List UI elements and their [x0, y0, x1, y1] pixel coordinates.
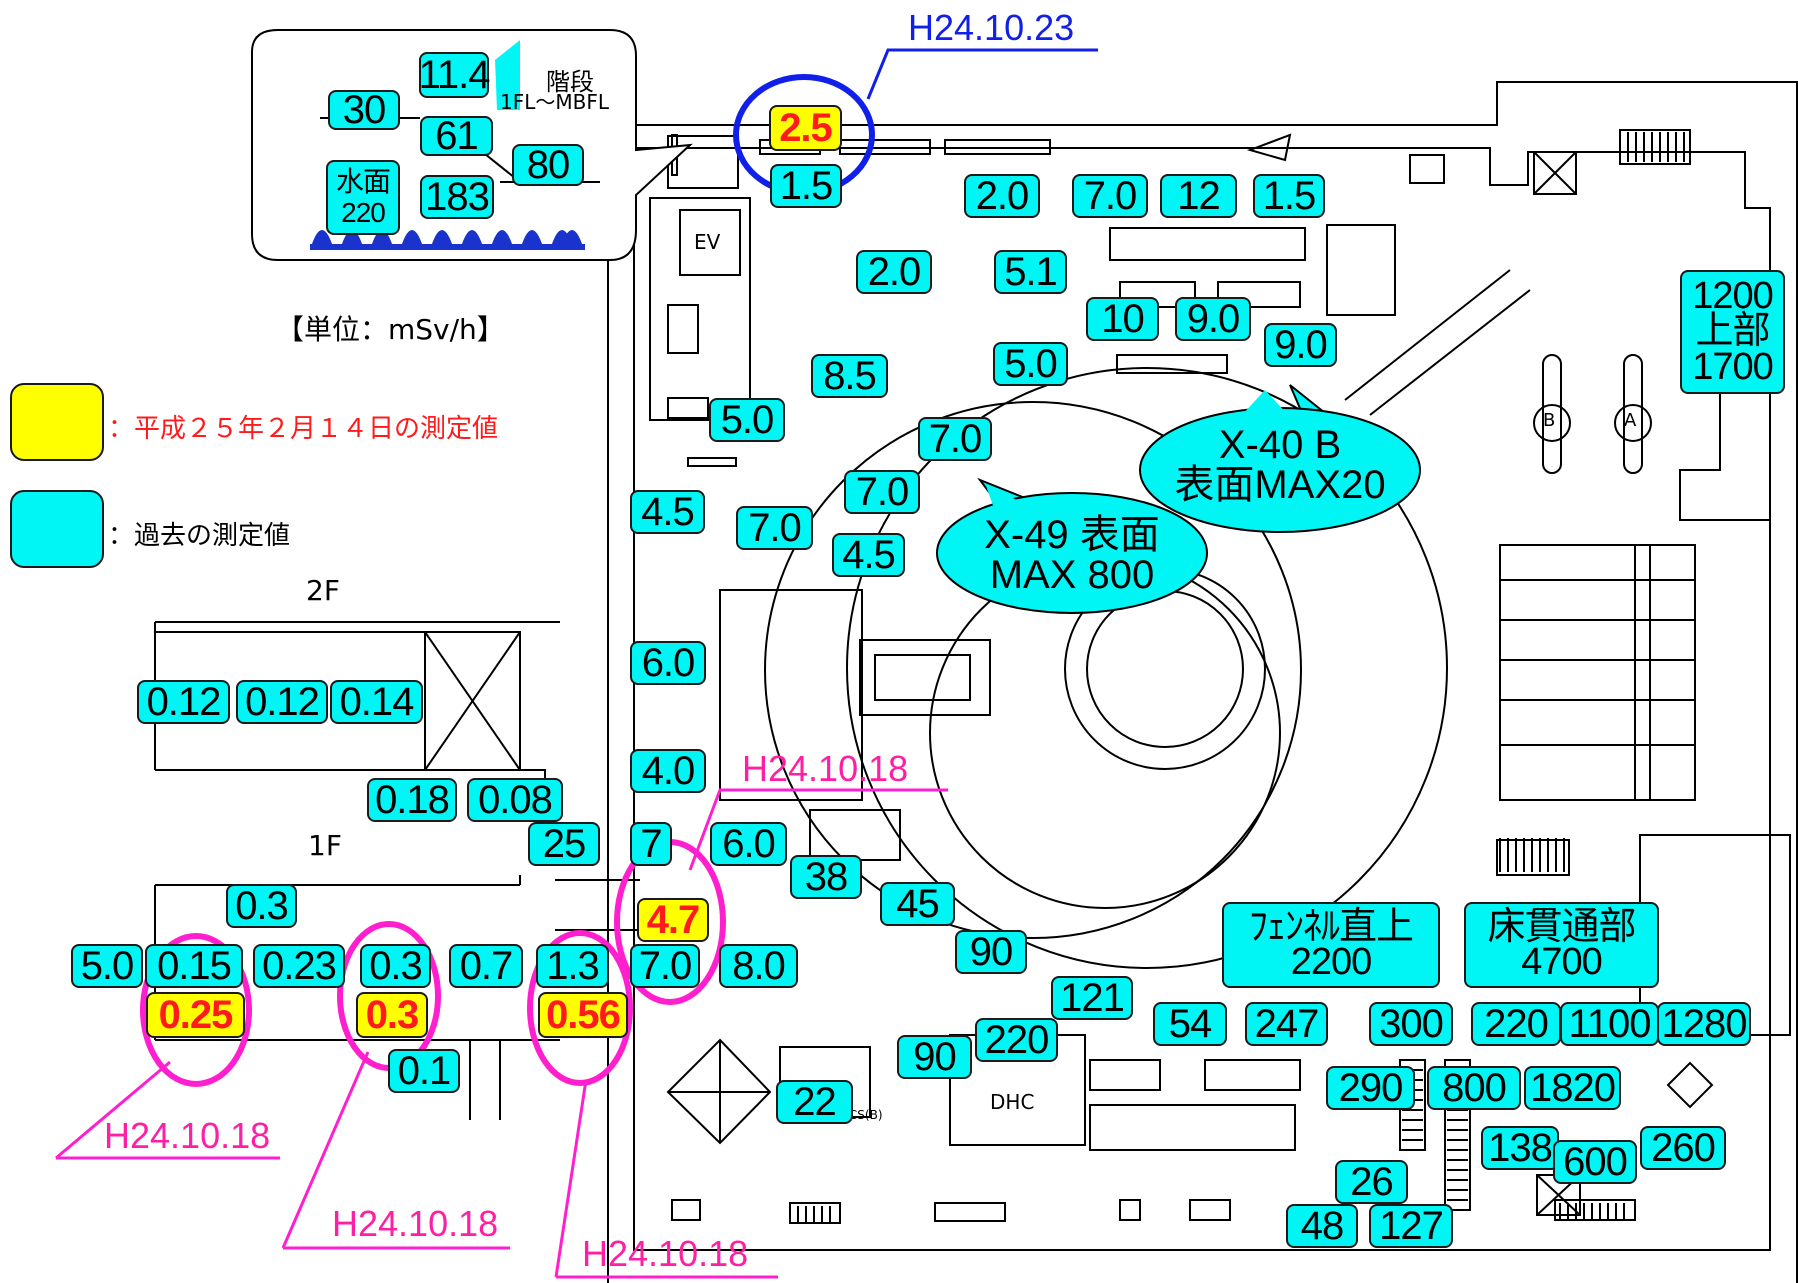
- reading-badge-past: 9.0: [1175, 297, 1251, 341]
- reading-badge-past: 4.0: [630, 749, 706, 793]
- reading-badge-past: 5.1: [994, 250, 1067, 294]
- reading-badge-past: 9.0: [1264, 323, 1337, 367]
- legend-current-swatch: [10, 383, 104, 461]
- reading-badge-funnel: ﾌｪﾝﾈﾙ直上 2200: [1222, 902, 1440, 988]
- reading-badge-past: 183: [420, 175, 494, 219]
- reading-badge-past: 0.18: [367, 778, 457, 822]
- reading-badge-past: 1.3: [536, 944, 609, 988]
- reading-badge-past: 1280: [1657, 1002, 1751, 1046]
- reading-badge-past: 54: [1153, 1002, 1227, 1046]
- reading-badge-past: 11.4: [418, 52, 490, 98]
- ev-label: EV: [694, 230, 721, 254]
- reading-badge-past: 10: [1086, 297, 1159, 341]
- reading-badge-past: 0.23: [253, 944, 345, 988]
- reading-badge-past: 220: [1471, 1002, 1561, 1046]
- reading-badge-past: 121: [1051, 976, 1133, 1020]
- reading-badge-current: 0.56: [538, 992, 628, 1038]
- reading-badge-past: 0.15: [145, 944, 243, 988]
- reading-badge-past: 260: [1640, 1126, 1726, 1170]
- reading-badge-past: 4.5: [832, 533, 905, 577]
- water-surface-badge: 水面 220: [326, 160, 400, 235]
- reading-badge-past: 2.0: [856, 250, 932, 294]
- reading-badge-past: 0.1: [388, 1049, 460, 1093]
- floor-1f-label: 1F: [308, 829, 342, 862]
- date-label-blue: H24.10.23: [908, 7, 1075, 48]
- reading-badge-current: 0.25: [146, 992, 245, 1038]
- legend-current-label: ：平成２５年２月１４日の測定値: [108, 414, 499, 444]
- reading-badge-past: 1.5: [1253, 174, 1325, 218]
- stair-range-label: 1FL～MBFL: [500, 90, 609, 114]
- reading-badge-past: 0.12: [137, 680, 230, 724]
- reading-badge-current: 0.3: [356, 992, 428, 1038]
- reading-badge-past: 7.0: [918, 417, 992, 461]
- reading-badge-past: 22: [776, 1080, 853, 1124]
- reading-badge-past: 7.0: [630, 944, 700, 988]
- reading-badge-past: 30: [328, 90, 400, 130]
- reading-badge-past: 80: [512, 144, 584, 186]
- reading-badge-past: 4.5: [630, 490, 705, 534]
- reading-badge-past: 12: [1160, 174, 1237, 218]
- reading-badge-past: 127: [1369, 1204, 1453, 1248]
- reading-badge-past: 6.0: [630, 641, 706, 685]
- reading-badge-past: 5.0: [993, 342, 1068, 386]
- reading-badge-past: 26: [1335, 1160, 1408, 1204]
- reading-badge-past: 5.0: [71, 944, 143, 988]
- x40-callout: X-40 B 表面MAX20: [1174, 423, 1386, 507]
- reading-badge-current: 4.7: [637, 898, 709, 942]
- unit-label: 【単位：mSv/h】: [276, 313, 505, 346]
- x49-callout: X-49 表面 MAX 800: [984, 513, 1160, 597]
- reading-badge-past: 8.0: [719, 944, 798, 988]
- reading-badge-past: 0.3: [226, 884, 297, 928]
- reading-badge-past: 90: [897, 1035, 972, 1079]
- reading-badge-past: 61: [420, 116, 493, 156]
- valve-b-label: B: [1543, 410, 1556, 431]
- reading-badge-current: 2.5: [769, 105, 842, 151]
- legend-past-label: ：過去の測定値: [108, 521, 291, 551]
- reading-badge-past: 1820: [1524, 1066, 1621, 1110]
- reading-badge-past: 138: [1481, 1126, 1559, 1170]
- reading-badge-past: 7: [630, 822, 672, 866]
- reading-badge-past: 6.0: [710, 822, 787, 866]
- date-label-center: H24.10.18: [742, 748, 909, 789]
- reading-badge-past: 247: [1245, 1002, 1328, 1046]
- date-label-right: H24.10.18: [582, 1233, 749, 1274]
- reading-badge-past: 8.5: [811, 354, 888, 398]
- legend-past-swatch: [10, 490, 104, 568]
- reading-badge-past: 0.12: [236, 680, 328, 724]
- reading-badge-past: 7.0: [1072, 174, 1148, 218]
- reading-badge-past: 25: [528, 822, 600, 866]
- reading-badge-past: 2.0: [964, 174, 1040, 218]
- reading-badge-past: 0.08: [467, 778, 563, 822]
- date-label-left: H24.10.18: [104, 1115, 271, 1156]
- reading-badge-upper: 1200 上部 1700: [1680, 270, 1785, 394]
- reading-badge-past: 0.14: [330, 680, 423, 724]
- reading-badge-past: 800: [1427, 1066, 1521, 1110]
- reading-badge-past: 1.5: [770, 164, 842, 208]
- reading-badge-past: 7.0: [736, 506, 813, 550]
- reading-badge-past: 48: [1286, 1204, 1358, 1248]
- date-label-mid: H24.10.18: [332, 1203, 499, 1244]
- reading-badge-past: 300: [1369, 1002, 1453, 1046]
- reading-badge-past: 5.0: [709, 398, 785, 442]
- reading-badge-past: 0.3: [360, 944, 431, 988]
- reading-badge-past: 45: [880, 882, 955, 926]
- reading-badge-past: 220: [975, 1018, 1058, 1062]
- reading-badge-past: 38: [790, 855, 862, 899]
- reading-badge-past: 1100: [1560, 1002, 1659, 1046]
- reading-badge-past: 0.7: [449, 944, 523, 988]
- reading-badge-past: 600: [1553, 1140, 1637, 1184]
- dhc-label: DHC: [990, 1090, 1035, 1114]
- reading-badge-floor-penetration: 床貫通部 4700: [1464, 902, 1659, 988]
- stair-label: 階段: [546, 68, 594, 96]
- valve-a-label: A: [1624, 410, 1637, 431]
- reading-badge-past: 290: [1326, 1066, 1415, 1110]
- reading-badge-past: 7.0: [844, 470, 920, 514]
- floor-2f-label: 2F: [306, 574, 340, 607]
- reading-badge-past: 90: [955, 930, 1027, 974]
